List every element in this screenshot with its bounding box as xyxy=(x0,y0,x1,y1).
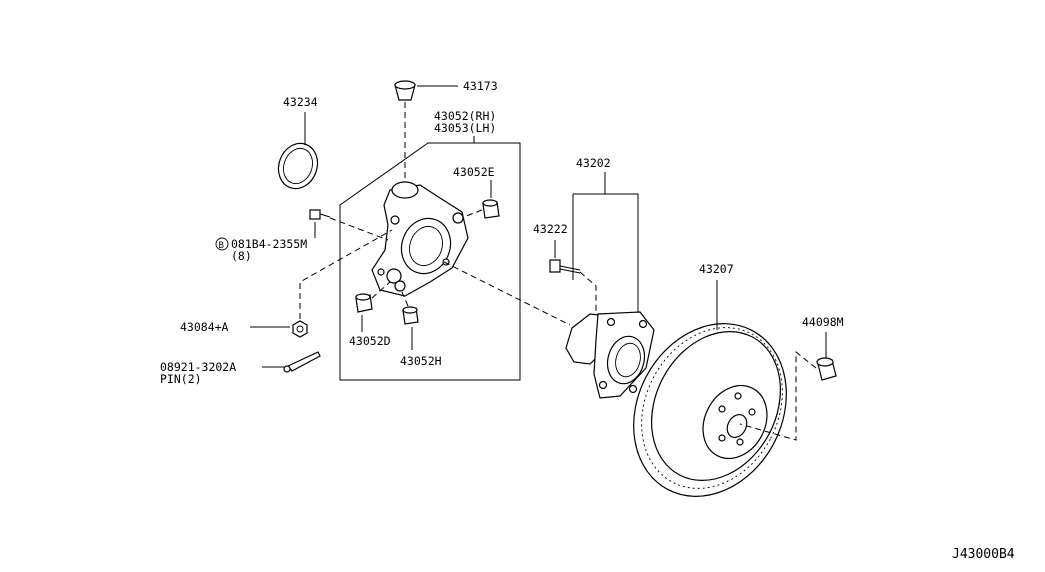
label-081b4-qty: (8) xyxy=(231,249,252,263)
dash-43084a xyxy=(299,229,393,319)
dash-43052h xyxy=(401,291,409,307)
part-43052-knuckle xyxy=(371,181,469,297)
label-43222: 43222 xyxy=(533,222,568,236)
part-44098m-plug xyxy=(816,357,837,381)
dash-43222 xyxy=(579,271,597,312)
label-43202: 43202 xyxy=(576,156,611,170)
part-43222-hub-bolt xyxy=(549,259,581,274)
dash-43052d xyxy=(371,281,391,299)
part-08921-pin xyxy=(283,351,321,373)
part-43084a-nut xyxy=(292,320,308,338)
label-43207: 43207 xyxy=(699,262,734,276)
label-pin-qty: PIN(2) xyxy=(160,372,202,386)
label-43052-rh: 43052(RH) xyxy=(434,109,496,123)
part-43052e-bushing xyxy=(482,199,500,219)
part-43234-seal-ring xyxy=(277,142,319,190)
part-43202-hub-bearing xyxy=(565,311,655,399)
diagram-code: J43000B4 xyxy=(952,547,1015,562)
dash-081b4 xyxy=(329,217,389,241)
part-43052d-bushing xyxy=(355,293,373,313)
part-43052h-bushing xyxy=(402,306,419,325)
label-44098m: 44098M xyxy=(802,315,844,329)
label-43234: 43234 xyxy=(283,95,318,109)
part-43207-brake-disc xyxy=(633,323,787,497)
dash-43052e xyxy=(465,209,483,217)
label-081b4: 081B4-2355M xyxy=(231,237,307,251)
label-bolt-prefix: B xyxy=(219,241,224,251)
label-43173: 43173 xyxy=(463,79,498,93)
label-43052d: 43052D xyxy=(349,334,391,348)
part-081b4-bolt xyxy=(309,209,331,220)
dash-knuckle-hub xyxy=(443,261,571,326)
label-43052e: 43052E xyxy=(453,165,495,179)
label-43053-lh: 43053(LH) xyxy=(434,121,496,135)
label-08921: 08921-3202A xyxy=(160,360,236,374)
bracket-43202 xyxy=(572,172,639,320)
part-43173-cap xyxy=(394,80,416,101)
dash-44098m xyxy=(739,350,817,441)
label-43084a: 43084+A xyxy=(180,320,229,334)
label-43052h: 43052H xyxy=(400,354,442,368)
bolt-prefix-circle xyxy=(215,237,229,251)
